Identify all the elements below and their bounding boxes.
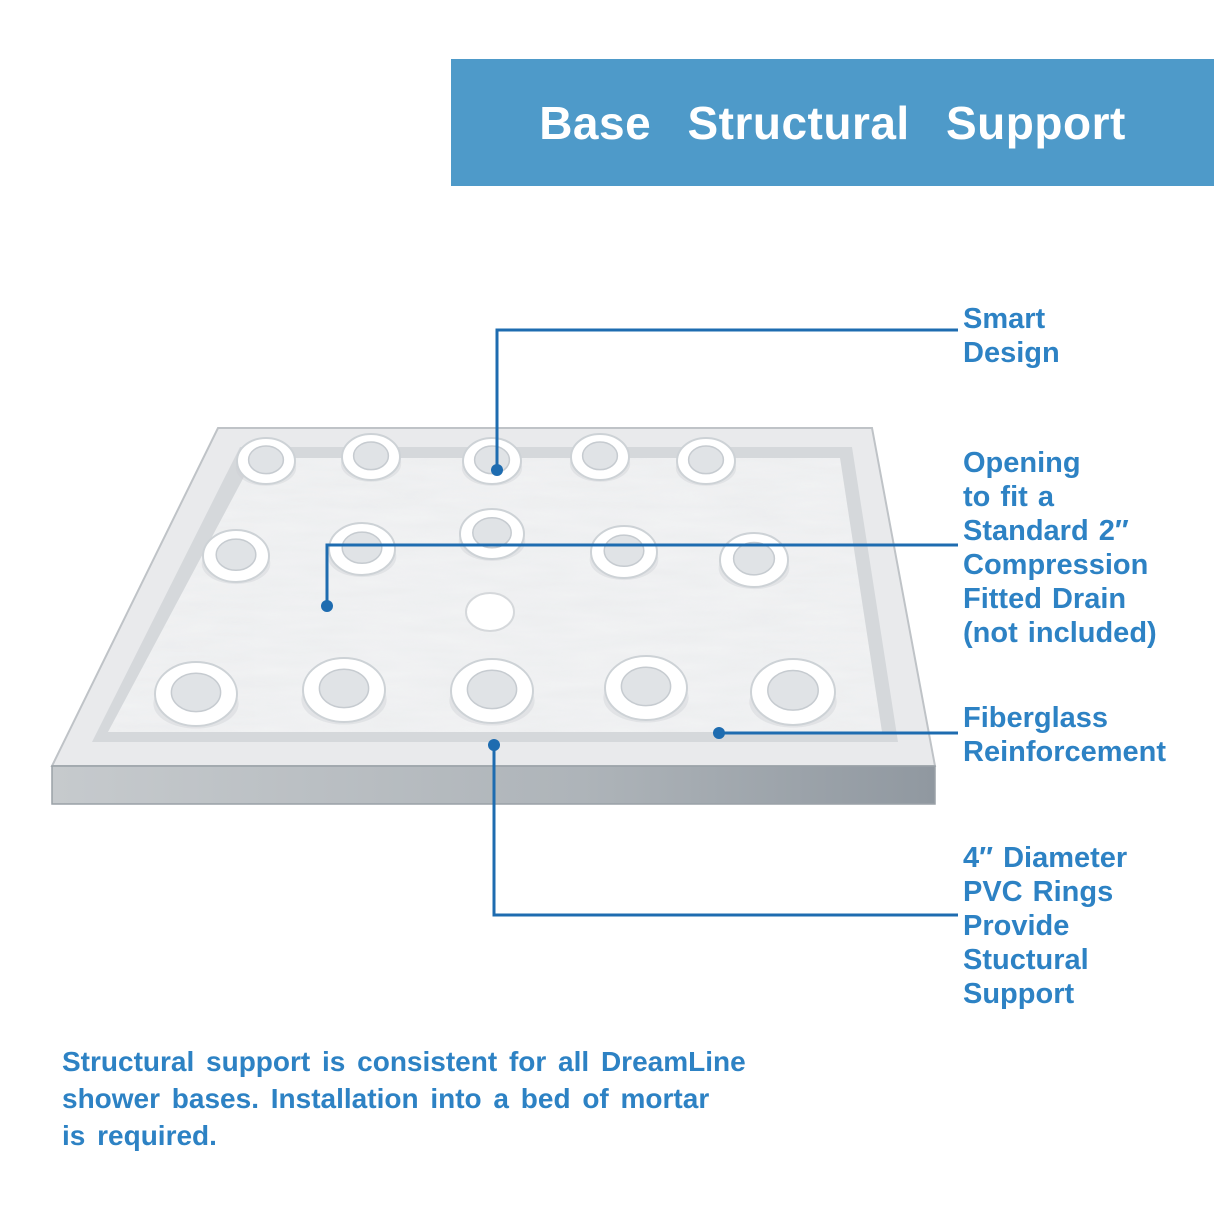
pvc-ring xyxy=(340,433,402,482)
pvc-ring xyxy=(589,525,659,581)
pvc-ring xyxy=(458,508,526,561)
pvc-ring xyxy=(569,433,631,482)
pvc-ring xyxy=(749,658,837,728)
pvc-ring xyxy=(201,529,271,585)
callout-pvc-rings xyxy=(488,739,958,917)
callout-smart-design xyxy=(491,328,958,476)
pvc-ring xyxy=(153,661,239,729)
pvc-ring xyxy=(718,532,790,590)
pvc-ring xyxy=(301,657,387,725)
pvc-ring xyxy=(461,437,523,486)
callout-label-fiberglass: Fiberglass Reinforcement xyxy=(963,702,1167,768)
pvc-ring xyxy=(449,658,535,726)
callout-line xyxy=(495,328,958,466)
callout-fiberglass xyxy=(713,727,958,739)
header-banner: Base Structural Support xyxy=(451,59,1214,186)
callout-dot xyxy=(488,739,500,751)
drain-opening xyxy=(465,592,515,632)
callout-line xyxy=(325,543,958,601)
footer-note: Structural support is consistent for all… xyxy=(62,1046,746,1151)
callout-drain-opening xyxy=(321,543,958,612)
callout-label-drain-opening: Opening to fit a Standard 2″ Compression… xyxy=(963,447,1157,649)
callout-label-smart-design: Smart Design xyxy=(963,303,1060,369)
callout-dot xyxy=(491,464,503,476)
callout-dot xyxy=(321,600,333,612)
callout-dot xyxy=(713,727,725,739)
pvc-ring xyxy=(327,522,397,578)
pvc-ring xyxy=(235,437,297,486)
page-title: Base Structural Support xyxy=(539,96,1126,149)
callout-line xyxy=(492,750,958,917)
pvc-ring xyxy=(603,655,689,723)
callout-label-pvc-rings: 4″ Diameter PVC Rings Provide Stuctural … xyxy=(963,842,1128,1010)
pvc-ring xyxy=(675,437,737,486)
